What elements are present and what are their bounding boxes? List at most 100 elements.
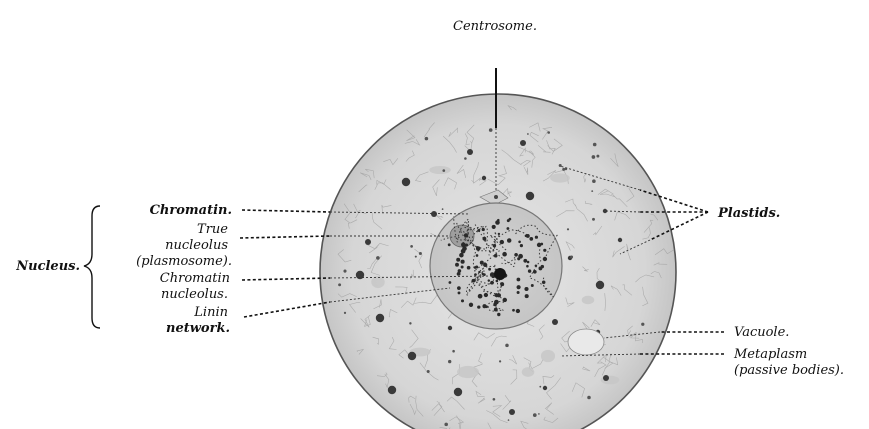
plastid: [467, 149, 473, 155]
cytoplasm-granule: [508, 419, 510, 421]
chromatin-granule: [495, 220, 500, 225]
metaplasm-body: [522, 367, 535, 377]
cytoplasm-granule: [493, 398, 496, 401]
label-chromatin: Chromatin.: [150, 203, 232, 218]
chromatin-granule: [474, 273, 477, 276]
cytoplasm-granule: [592, 179, 596, 183]
chromatin-granule: [461, 260, 465, 264]
cytoplasm-granule: [427, 370, 430, 373]
chromatin-granule: [502, 252, 507, 257]
chromatin-granule: [461, 299, 464, 302]
cytoplasm-granule: [567, 228, 569, 230]
chromatin-granule: [488, 279, 490, 281]
chromatin-granule: [531, 284, 534, 287]
metaplasm-body: [429, 166, 450, 174]
plastid: [618, 238, 622, 242]
chromatin-granule: [480, 261, 484, 265]
chromatin-granule: [514, 253, 518, 257]
chromatin-granule: [494, 308, 498, 312]
label-true-nucleolus-3: (plasmosome).: [136, 254, 232, 269]
chromatin-granule: [488, 268, 491, 271]
metaplasm-body: [457, 366, 479, 378]
chromatin-granule: [448, 243, 451, 246]
chromatin-granule: [517, 285, 521, 289]
label-nucleus: Nucleus.: [15, 259, 80, 274]
chromatin-granule: [497, 293, 501, 297]
chromatin-granule: [469, 303, 473, 307]
chromatin-granule: [472, 279, 476, 283]
cytoplasm-granule: [344, 312, 346, 314]
cytoplasm-granule: [533, 413, 537, 417]
chromatin-granule: [482, 304, 486, 308]
metaplasm-body: [541, 350, 555, 362]
chromatin-granule: [457, 259, 460, 262]
plastid: [482, 176, 486, 180]
chromatin-granule: [458, 291, 461, 294]
plastid: [552, 319, 558, 325]
cytoplasm-granule: [592, 218, 595, 221]
cytoplasm-granule: [415, 256, 417, 258]
cytoplasm-granule: [559, 164, 562, 167]
chromatin-granule: [455, 263, 459, 267]
linin-leader: [244, 302, 330, 317]
cytoplasm-granule: [570, 256, 573, 259]
chromatin-granule: [500, 240, 504, 244]
cytoplasm-granule: [409, 322, 411, 324]
chromatin-granule: [461, 242, 466, 247]
chromatin-granule: [477, 305, 480, 308]
cytoplasm-granule: [591, 190, 593, 192]
chromatin-granule: [457, 286, 461, 290]
true-nucleolus-leader: [240, 236, 330, 238]
chromatin-granule: [543, 257, 547, 261]
cytoplasm-granule: [419, 252, 422, 255]
cytoplasm-granule: [376, 256, 380, 260]
chromatin-granule: [457, 272, 461, 276]
chromatin-granule: [535, 236, 538, 239]
chromatin-granule: [518, 241, 521, 244]
chromatin-granule: [512, 309, 515, 312]
plastid: [408, 352, 416, 360]
label-centrosome: Centrosome.: [453, 19, 537, 34]
cytoplasm-granule: [505, 344, 509, 348]
chromatin-granule: [494, 300, 499, 305]
chromatin-granule: [518, 254, 523, 259]
chromatin-granule: [476, 246, 481, 251]
chromatin-granule: [490, 281, 494, 285]
label-true-nucleolus-2: nucleolus: [165, 238, 228, 253]
cytoplasm-granule: [452, 350, 455, 353]
cytoplasm-granule: [527, 133, 529, 135]
metaplasm-body: [582, 296, 595, 304]
cytoplasm-granule: [538, 413, 540, 415]
chromatin-granule: [461, 266, 464, 269]
plastid: [603, 375, 609, 381]
label-chromatin-nucleolus-1: Chromatin: [160, 271, 230, 286]
label-linin-1: Linin: [193, 305, 228, 320]
cytoplasm-granule: [343, 270, 346, 273]
chromatin-granule: [520, 244, 523, 247]
chromatin-granule: [517, 278, 521, 282]
chromatin-granule: [516, 309, 520, 313]
plastid: [520, 140, 526, 146]
plastid: [509, 409, 515, 415]
cytoplasm-granule: [442, 208, 444, 210]
chromatin-granule: [507, 238, 511, 242]
chromatin-granule: [526, 265, 529, 268]
cytoplasm-granule: [587, 396, 591, 400]
plastid: [376, 314, 384, 322]
chromatin-granule: [523, 259, 527, 263]
chromatin-granule: [462, 246, 467, 251]
chromatin-granule: [482, 237, 486, 241]
cytoplasm-granule: [641, 323, 644, 326]
cytoplasm-granule: [499, 360, 501, 362]
chromatin-granule: [464, 233, 468, 237]
chromatin-granule: [527, 261, 530, 264]
chromatin-granule: [484, 293, 488, 297]
cytoplasm-granule: [338, 283, 341, 286]
chromatin-nucleolus: [494, 268, 506, 280]
chromatin-granule: [478, 271, 480, 273]
cytoplasm-granule: [410, 245, 413, 248]
plastid: [431, 211, 437, 217]
chromatin-granule: [492, 225, 496, 229]
chromatin-granule: [459, 253, 464, 258]
